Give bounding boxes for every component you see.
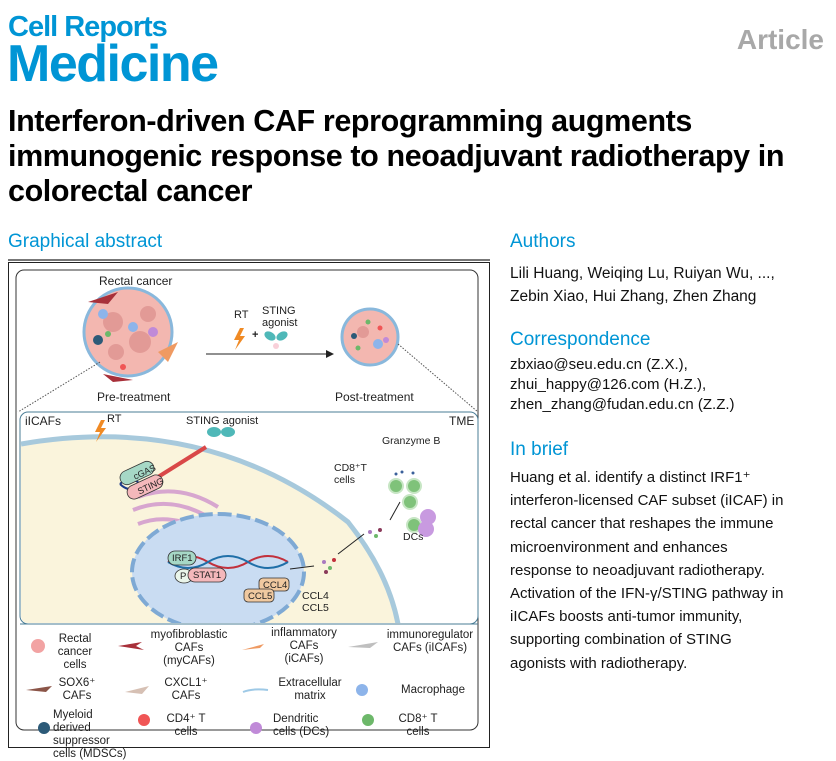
cd8-t-cell-icon bbox=[388, 478, 404, 494]
post-treatment-label: Post-treatment bbox=[335, 390, 414, 404]
brief-line: Huang et al. identify a distinct IRF1⁺ bbox=[510, 469, 751, 486]
article-type-label: Article bbox=[736, 24, 824, 55]
plus-sign: + bbox=[252, 329, 259, 341]
irf1-box bbox=[167, 550, 197, 566]
cd4-t-cell-icon bbox=[138, 714, 150, 726]
stat1-label: STAT1 bbox=[193, 570, 222, 581]
brief-line: microenvironment and enhances bbox=[510, 538, 728, 556]
legend-label: Macrophage bbox=[401, 684, 465, 696]
cd8-label-2: cells bbox=[334, 474, 356, 486]
iicaf-icon bbox=[348, 642, 378, 648]
sting-label-1: STING bbox=[262, 305, 296, 317]
mycaf-icon bbox=[118, 642, 144, 650]
email-link[interactable]: zhen_zhang@fudan.edu.cn (Z.Z.) bbox=[510, 396, 735, 413]
ccl5-label: CCL5 bbox=[302, 602, 329, 614]
rt-label-mid: RT bbox=[107, 413, 122, 425]
brief-line: Activation of the IFN-γ/STING pathway in bbox=[510, 585, 784, 603]
correspondence-heading: Correspondence bbox=[510, 329, 651, 350]
journal-name-line1: Cell Reports bbox=[8, 11, 168, 43]
brief-line: agonists with radiotherapy. bbox=[510, 654, 688, 672]
p-label: P bbox=[180, 571, 187, 582]
ccl4-box-label: CCL4 bbox=[263, 580, 288, 591]
zoom-guide-line bbox=[17, 361, 101, 413]
ecm-icon bbox=[242, 688, 269, 693]
rectal-cancer-label: Rectal cancer bbox=[99, 274, 173, 288]
icaf-icon bbox=[242, 644, 264, 650]
legend-label: myofibroblastic CAFs (myCAFs) bbox=[150, 629, 228, 667]
section-divider bbox=[8, 259, 490, 261]
iicafs-label: iICAFs bbox=[25, 414, 61, 428]
journal-name-line2: Medicine bbox=[7, 35, 219, 93]
graphical-abstract-figure: Rectal cancer Pre-treatment Post-treatme… bbox=[8, 262, 490, 760]
cxcl1-caf-icon bbox=[125, 686, 149, 694]
legend-label: CD4⁺ T cells bbox=[166, 713, 206, 738]
brief-line: response to neoadjuvant radiotherapy. bbox=[510, 561, 765, 579]
sox6-caf-icon bbox=[26, 686, 52, 692]
legend-label: CD8⁺ T cells bbox=[398, 713, 438, 738]
authors-list: Lili Huang, Weiqing Lu, Ruiyan Wu, ..., … bbox=[510, 262, 830, 308]
sting-agonist-label: STING agonist bbox=[186, 415, 259, 427]
ccl5-box-label: CCL5 bbox=[248, 591, 273, 602]
in-brief-heading: In brief bbox=[510, 439, 569, 460]
legend-label: immunoregulator CAFs (iICAFs) bbox=[386, 629, 474, 654]
brief-line: supporting combination of STING bbox=[510, 631, 732, 649]
ccl4-label: CCL4 bbox=[302, 590, 329, 602]
zoom-guide-line bbox=[397, 343, 479, 413]
post-treatment-tumor-icon bbox=[340, 307, 400, 367]
pre-treatment-label: Pre-treatment bbox=[97, 390, 171, 404]
legend-label: SOX6⁺ CAFs bbox=[58, 677, 96, 702]
authors-line: Lili Huang, Weiqing Lu, Ruiyan Wu, ..., bbox=[510, 265, 775, 282]
authors-line: Zebin Xiao, Hui Zhang, Zhen Zhang bbox=[510, 288, 757, 305]
stat1-box bbox=[187, 567, 227, 583]
legend-label: Dendritic cells (DCs) bbox=[273, 713, 330, 738]
in-brief-text: Huang et al. identify a distinct IRF1⁺ i… bbox=[510, 466, 830, 675]
cd8-t-cell-icon bbox=[362, 714, 374, 726]
cell-membrane bbox=[21, 434, 401, 623]
graphical-abstract-heading: Graphical abstract bbox=[8, 231, 163, 252]
rt-label: RT bbox=[234, 309, 249, 321]
pre-treatment-tumor-icon bbox=[82, 286, 178, 382]
dendritic-cell-icon bbox=[250, 722, 262, 734]
sting-box bbox=[126, 474, 164, 500]
sting-label-2: agonist bbox=[262, 317, 298, 329]
brief-line: iICAFs boosts anti-tumor immunity, bbox=[510, 608, 743, 626]
legend-label: Myeloid derived suppressor cells (MDSCs) bbox=[53, 709, 127, 760]
cgas-box bbox=[119, 460, 155, 486]
macrophage-icon bbox=[356, 684, 368, 696]
paper-title: Interferon-driven CAF reprogramming augm… bbox=[8, 104, 785, 208]
ccl4-box bbox=[258, 577, 290, 592]
brief-line: rectal cancer that reshapes the immune bbox=[510, 515, 774, 533]
legend-label: CXCL1⁺ CAFs bbox=[164, 677, 208, 702]
legend-label: Rectal cancer cells bbox=[57, 633, 93, 671]
email-link[interactable]: zhui_happy@126.com (H.Z.), bbox=[510, 376, 707, 393]
legend-label: Extracellular matrix bbox=[278, 677, 342, 702]
sting-agonist-pill-icon bbox=[264, 331, 288, 349]
lightning-icon bbox=[95, 420, 106, 442]
ccl5-box bbox=[243, 588, 275, 603]
granzyme-label: Granzyme B bbox=[382, 435, 441, 447]
rectal-cancer-cell-icon bbox=[31, 639, 45, 653]
legend-icons bbox=[26, 639, 378, 734]
dendritic-cell-icon bbox=[420, 509, 436, 525]
authors-heading: Authors bbox=[510, 231, 576, 252]
correspondence-list: zbxiao@seu.edu.cn (Z.X.), zhui_happy@126… bbox=[510, 355, 735, 415]
brief-line: interferon-licensed CAF subset (iICAF) i… bbox=[510, 492, 784, 510]
cd8-label-1: CD8⁺T bbox=[334, 462, 367, 474]
mdsc-icon bbox=[38, 722, 50, 734]
dcs-label: DCs bbox=[403, 531, 424, 543]
legend-label: inflammatory CAFs (iCAFs) bbox=[271, 627, 337, 665]
lightning-icon bbox=[234, 328, 245, 350]
tme-label: TME bbox=[449, 414, 475, 428]
irf1-label: IRF1 bbox=[172, 553, 193, 564]
sting-agonist-arrow bbox=[156, 445, 208, 479]
email-link[interactable]: zbxiao@seu.edu.cn (Z.X.), bbox=[510, 356, 688, 373]
graphical-abstract-svg bbox=[15, 269, 479, 734]
